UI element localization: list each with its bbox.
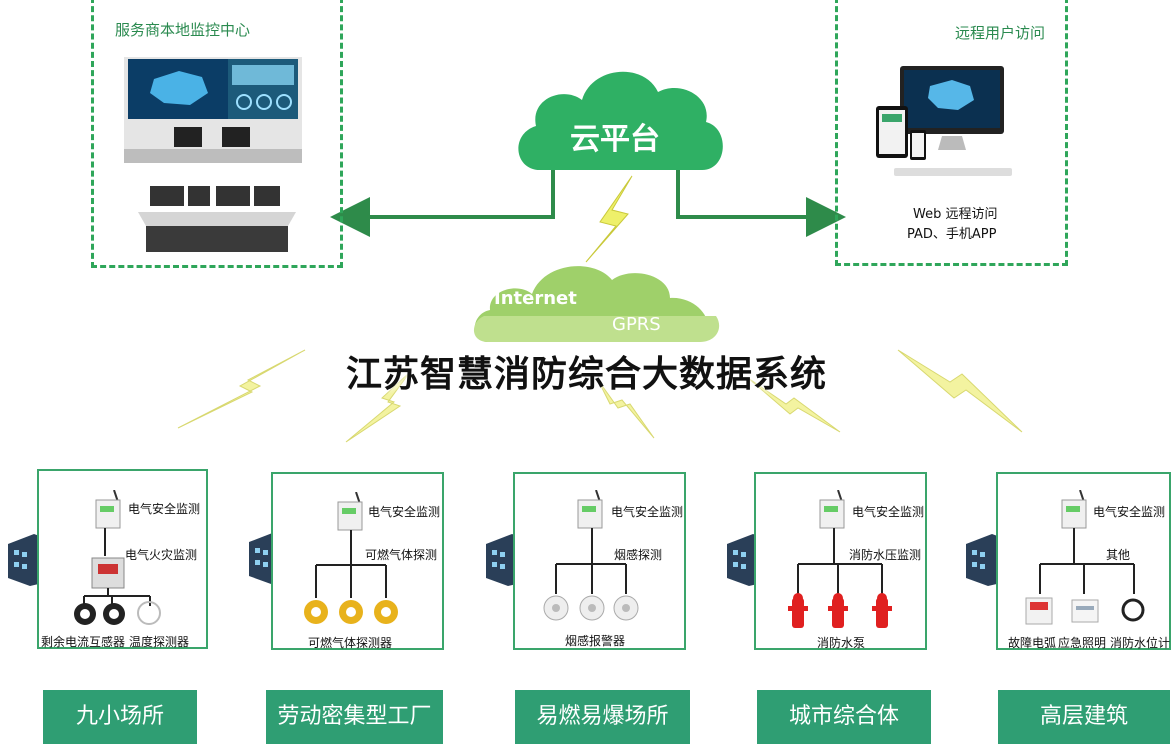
- local-center-title: 服务商本地监控中心: [115, 21, 251, 39]
- lightning-icon: [747, 377, 841, 433]
- current-transformer-icon: [74, 603, 125, 625]
- lightning-icon: [345, 371, 411, 443]
- connector-lines: [104, 528, 106, 556]
- remote-web-label: Web 远程访问: [913, 207, 998, 222]
- meter-icon: [91, 557, 125, 589]
- lightning-icon: [177, 349, 306, 429]
- remote-app-label: PAD、手机APP: [907, 227, 997, 242]
- category-label: 其他: [1106, 548, 1131, 562]
- temperature-sensor-icon: [137, 601, 161, 625]
- sensor-label: 可燃气体探测器: [308, 636, 393, 650]
- remote-access-title: 远程用户访问: [955, 24, 1046, 42]
- cloud-platform-label: 云平台: [570, 122, 660, 157]
- lightning-icon: [585, 175, 633, 263]
- sensor-label: 应急照明: [1058, 636, 1107, 650]
- scenario-name: 易燃易爆场所: [515, 690, 690, 744]
- electrical-monitor-icon: [819, 490, 845, 529]
- internet-label: Internet: [494, 288, 577, 309]
- gprs-label: GPRS: [612, 314, 661, 335]
- scenario-name: 九小场所: [43, 690, 197, 744]
- device-label: 电气安全监测: [128, 502, 201, 516]
- sensor-lines: [1039, 528, 1135, 594]
- category-label: 烟感探测: [614, 548, 663, 562]
- lightning-icon: [597, 379, 655, 439]
- electrical-monitor-icon: [95, 490, 121, 529]
- sensor-lines: [555, 528, 627, 594]
- local-center-box: [91, 0, 343, 268]
- electrical-monitor-icon: [337, 492, 363, 531]
- scenario-name: 劳动密集型工厂: [266, 690, 443, 744]
- page-title: 江苏智慧消防综合大数据系统: [345, 354, 827, 395]
- fire-hydrant-icon: [788, 593, 892, 628]
- cloud-platform-icon: [518, 71, 723, 170]
- video-wall-image: [124, 57, 302, 163]
- device-label: 电气安全监测: [368, 505, 441, 519]
- console-desk-image: [138, 186, 296, 252]
- scenario-name: 高层建筑: [998, 690, 1170, 744]
- arrow-to-local-center: [330, 170, 555, 237]
- devices-image: [876, 66, 1012, 176]
- electrical-monitor-icon: [577, 490, 603, 529]
- water-level-gauge-icon: [1121, 598, 1145, 622]
- gas-detector-icon: [304, 600, 398, 624]
- smoke-detector-icon: [543, 595, 639, 621]
- remote-access-box: [835, 0, 1068, 266]
- sensor-label: 烟感报警器: [565, 634, 626, 648]
- sensor-label: 故障电弧: [1008, 636, 1057, 650]
- sensor-lines: [315, 530, 387, 598]
- sensor-label: 消防水泵: [817, 636, 866, 650]
- sensor-label: 剩余电流互感器: [41, 635, 126, 649]
- sensor-label: 消防水位计: [1110, 636, 1171, 650]
- electrical-monitor-icon: [1061, 490, 1087, 529]
- device-label: 电气安全监测: [852, 505, 925, 519]
- network-cloud-icon: [473, 266, 720, 342]
- device-label: 电气安全监测: [611, 505, 684, 519]
- category-label: 消防水压监测: [849, 548, 922, 562]
- lightning-icon: [897, 349, 1023, 433]
- emergency-light-icon: [1071, 599, 1099, 623]
- arc-fault-detector-icon: [1025, 597, 1053, 625]
- scenario-name: 城市综合体: [757, 690, 931, 744]
- sensor-lines: [797, 528, 883, 594]
- arrow-to-remote-access: [676, 170, 846, 237]
- category-label: 电气火灾监测: [125, 548, 198, 562]
- sensor-label: 温度探测器: [129, 635, 190, 649]
- category-label: 可燃气体探测: [365, 548, 438, 562]
- device-label: 电气安全监测: [1093, 505, 1166, 519]
